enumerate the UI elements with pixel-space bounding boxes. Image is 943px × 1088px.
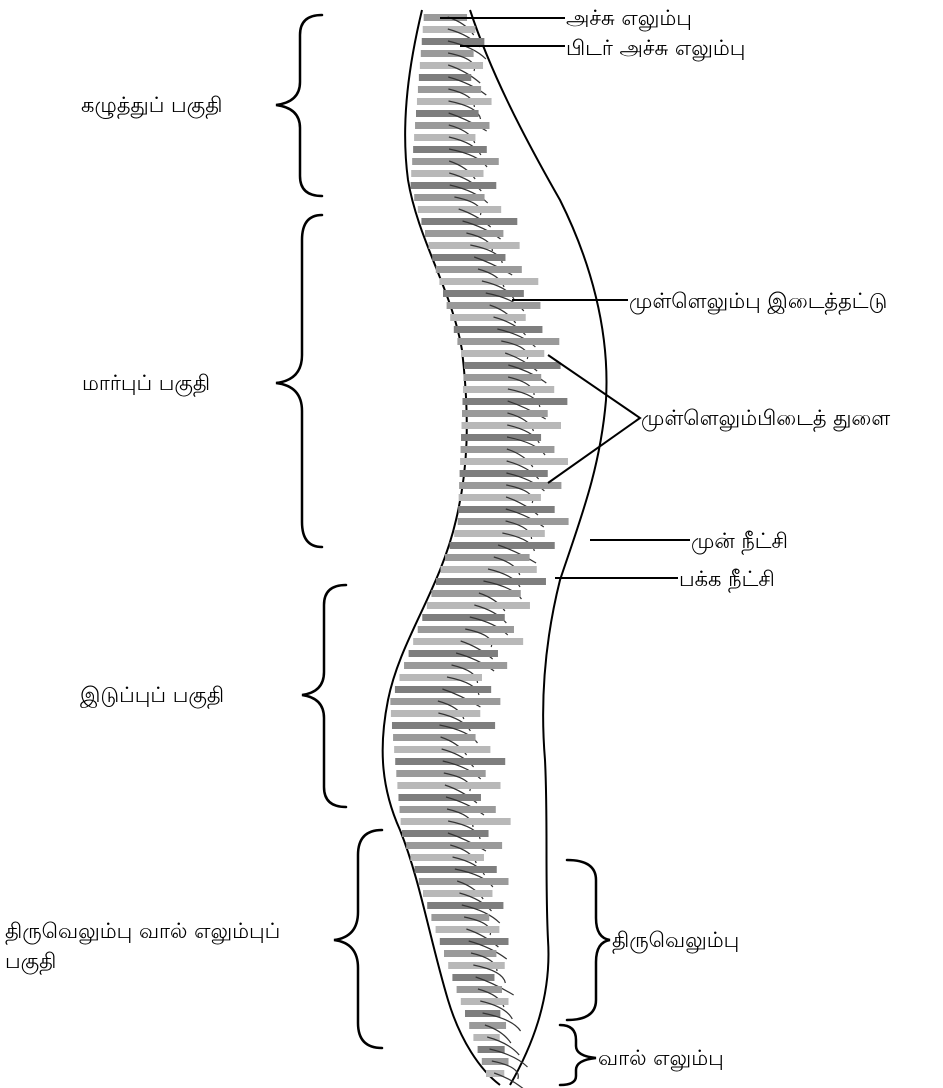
vertebra-segment: [420, 62, 483, 69]
vertebra-segment: [463, 374, 541, 381]
vertebra-segment: [458, 518, 569, 525]
vertebra-process: [494, 1073, 526, 1088]
vertebra-segment: [432, 254, 505, 261]
label-atlas: அச்சு எலும்பு: [566, 6, 692, 31]
vertebra-segment: [431, 590, 520, 597]
label-transverse-process: பக்க நீட்சி: [679, 567, 775, 593]
label-axis: பிடர் அச்சு எலும்பு: [566, 36, 745, 61]
vertebra-segment: [423, 890, 492, 897]
vertebra-segment: [397, 782, 500, 789]
vertebra-segment: [427, 602, 530, 609]
brace-lumbar: [302, 585, 346, 807]
brace-coccyx: [560, 1025, 596, 1085]
label-spinous-process: முன் நீட்சி: [691, 529, 788, 555]
vertebra-segment: [411, 170, 483, 177]
label-sacral-coccygeal-region-line1: திருவெலும்பு வால் எலும்புப்: [5, 919, 280, 945]
vertebra-segment: [421, 50, 474, 57]
label-sacrum: திருவெலும்பு: [612, 928, 739, 954]
vertebra-segment: [459, 494, 541, 501]
vertebra-segment: [409, 650, 498, 657]
label-sacral-coccygeal-region-line2: பகுதி: [5, 949, 56, 975]
vertebra-segment: [396, 770, 485, 777]
vertebra-segment: [406, 842, 502, 849]
brace-thoracic: [276, 215, 322, 547]
vertebra-segment: [419, 74, 471, 81]
vertebra-segment: [393, 734, 476, 741]
vertebra-segment: [416, 110, 479, 117]
label-intervertebral-foramen: முள்ளெலும்பிடைத் துளை: [641, 406, 890, 432]
vertebra-segment: [410, 854, 484, 861]
left-braces: [276, 15, 382, 1048]
vertebra-segment: [414, 194, 484, 201]
vertebrae-group: [390, 14, 568, 1088]
vertebra-segment: [425, 230, 503, 237]
vertebra-segment: [444, 950, 496, 957]
vertebra-segment: [440, 938, 509, 945]
vertebra-segment: [450, 542, 555, 549]
vertebra-segment: [421, 218, 517, 225]
vertebra-segment: [401, 818, 511, 825]
vertebra-segment: [391, 710, 480, 717]
brace-cervical: [276, 15, 322, 196]
vertebra-segment: [422, 614, 505, 621]
vertebra-segment: [460, 458, 568, 465]
vertebra-segment: [450, 314, 526, 321]
vertebra-segment: [445, 554, 530, 561]
vertebra-segment: [402, 830, 489, 837]
vertebra-segment: [454, 530, 545, 537]
vertebra-segment: [447, 302, 541, 309]
vertebra-segment: [422, 38, 485, 45]
vertebra-segment: [464, 362, 561, 369]
vertebra-segment: [395, 758, 505, 765]
vertebra-segment: [452, 974, 494, 981]
brace-sacrum: [567, 860, 610, 1020]
brace-sacral-coccygeal: [334, 830, 382, 1048]
vertebra-segment: [399, 674, 482, 681]
label-lumbar-region: இடுப்புப் பகுதி: [80, 683, 224, 709]
vertebra-segment: [439, 278, 538, 285]
vertebra-segment: [461, 350, 544, 357]
vertebra-segment: [457, 338, 559, 345]
label-cervical-region: கழுத்துப் பகுதி: [81, 93, 222, 119]
label-coccyx: வால் எலும்பு: [598, 1046, 724, 1071]
vertebra-segment: [443, 290, 524, 297]
vertebra-segment: [436, 578, 546, 585]
vertebra-segment: [462, 410, 548, 417]
vertebral-column-illustration: [383, 10, 607, 1088]
vertebra-segment: [460, 470, 548, 477]
vertebra-segment: [461, 434, 541, 441]
vertebra-segment: [417, 98, 492, 105]
vertebra-segment: [431, 914, 489, 921]
label-thoracic-region: மார்புப் பகுதி: [82, 371, 210, 397]
vertebra-segment: [398, 794, 481, 801]
label-intervertebral-disc: முள்ளெலும்பு இடைத்தட்டு: [629, 289, 887, 315]
vertebra-segment: [414, 134, 475, 141]
